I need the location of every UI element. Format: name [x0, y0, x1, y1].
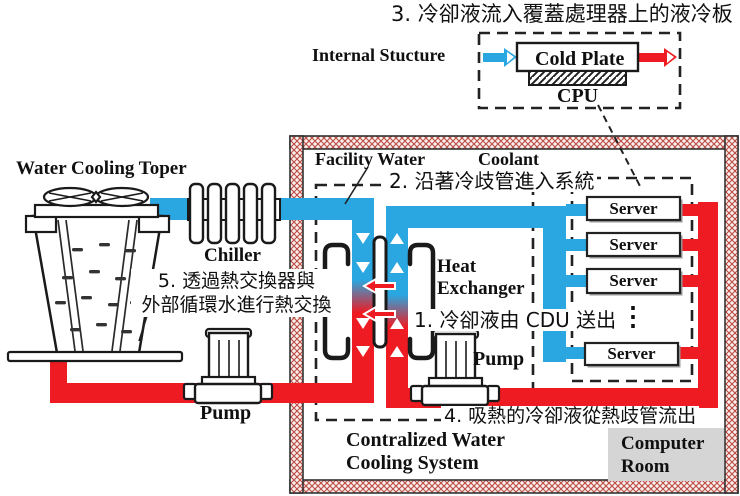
step2-annotation: 2. 沿著冷歧管進入系統 [386, 170, 598, 192]
cpu-block [528, 70, 627, 86]
cpu-label: CPU [557, 85, 599, 107]
internal-structure-leader-line [597, 104, 643, 191]
exchanger-right-channel [386, 206, 408, 408]
cold-plate-assembly [483, 41, 677, 86]
tower-leader-line [138, 315, 148, 342]
server-label-2: Server [609, 234, 658, 254]
coolant-label: Coolant [478, 149, 540, 169]
server-label-3: Server [609, 271, 658, 290]
facility-pump-label: Pump [200, 402, 252, 424]
inlet-arrow-shaft [483, 53, 504, 62]
heat-exchanger-label: Heat Exchanger [437, 256, 525, 299]
outlet-arrow-shaft [638, 53, 664, 62]
internal-structure-dashed-box [477, 31, 682, 110]
facility-water-leader-line [344, 166, 369, 205]
step4-annotation: 4. 吸熱的冷卻液從熱歧管流出 [441, 406, 700, 427]
coolant-cold-pipe [386, 206, 566, 228]
computer-room-label: Computer [621, 433, 705, 454]
computer-room-label-box: Computer Room [608, 428, 724, 481]
heat-transfer-arrows [362, 277, 396, 323]
cold-plate-label: Cold Plate [535, 48, 625, 70]
internal-structure-label: Internal Stucture [312, 45, 446, 65]
flow-direction-triangles [356, 233, 404, 357]
facility-pump [182, 327, 274, 405]
step3-annotation: 3. 冷卻液流入覆蓋處理器上的液冷板 [391, 2, 733, 26]
tower-riser-pipe [50, 356, 67, 396]
chiller-label: Chiller [204, 245, 261, 266]
server-boxes [583, 195, 683, 368]
cooling-tower-label: Water Cooling Toper [16, 158, 187, 179]
more-servers-ellipsis: ⋮ [620, 301, 646, 331]
chiller [187, 182, 281, 245]
exchanger-left-channel [352, 198, 374, 403]
tower-platform [6, 350, 184, 363]
cooling-system-label: Contralized Water Cooling System [346, 429, 506, 474]
cooling-tower [6, 186, 184, 363]
cold-manifold [543, 206, 566, 362]
cold-plate-box [515, 41, 640, 73]
step5-annotation: 5. 透過熱交換器與 外部循環水進行熱交換 [131, 269, 342, 317]
facility-water-label: Facility Water [315, 149, 426, 169]
server-label-4: Server [607, 344, 656, 363]
server-label-1: Server [609, 198, 658, 218]
cdu-pump [409, 328, 501, 407]
tower-fan-icons [42, 186, 150, 208]
step1-annotation: 1. 冷卻液由 CDU 送出 [411, 309, 620, 331]
hot-manifold [698, 202, 718, 408]
cdu-pump-label: Pump [473, 348, 525, 370]
